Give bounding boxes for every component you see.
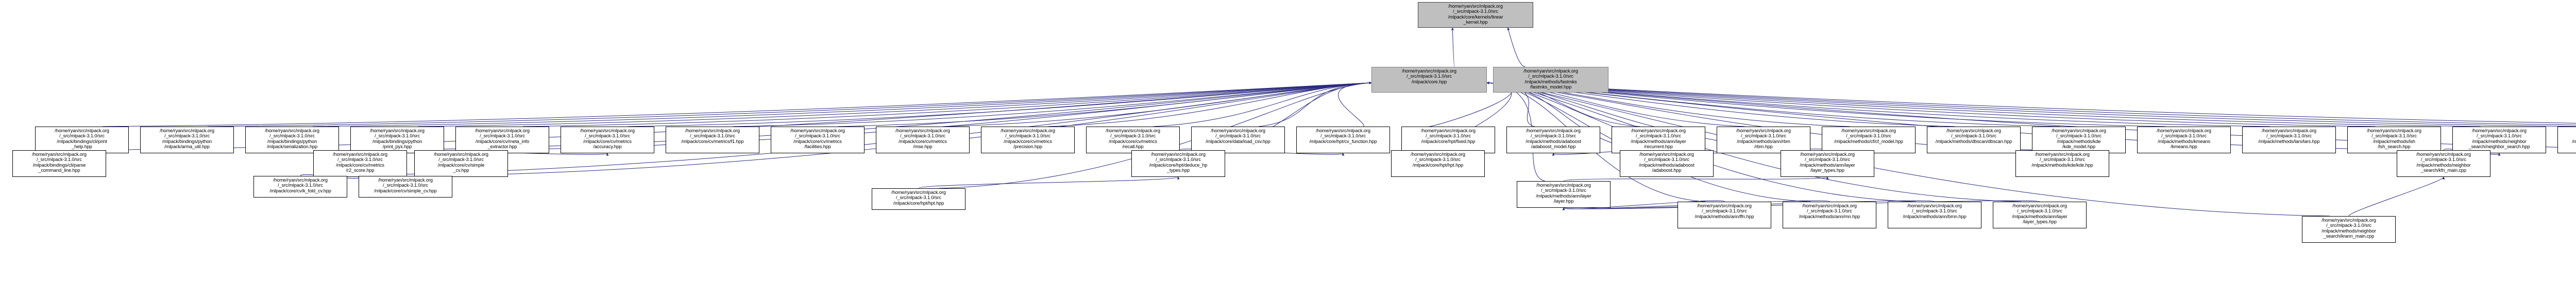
graph-node-label: /home/ryan/src/mlpack.org /_src/mlpack-3… [1149,152,1208,173]
graph-node-label: /home/ryan/src/mlpack.org /_src/mlpack-3… [434,152,488,173]
graph-node-label: /home/ryan/src/mlpack.org /_src/mlpack-3… [2052,128,2106,150]
graph-node[interactable]: /home/ryan/src/mlpack.org /_src/mlpack-3… [35,127,129,153]
graph-node-label: /home/ryan/src/mlpack.org /_src/mlpack-3… [2321,218,2376,239]
graph-node-label: /home/ryan/src/mlpack.org /_src/mlpack-3… [580,128,635,150]
graph-node-root[interactable]: /home/ryan/src/mlpack.org /_src/mlpack-3… [1418,2,1533,28]
graph-node-label: /home/ryan/src/mlpack.org /_src/mlpack-3… [1800,152,1855,173]
graph-node[interactable]: /home/ryan/src/mlpack.org /_src/mlpack-3… [2015,150,2109,177]
graph-node[interactable]: /home/ryan/src/mlpack.org /_src/mlpack-3… [2397,150,2490,177]
graph-node[interactable]: /home/ryan/src/mlpack.org /_src/mlpack-3… [1086,127,1180,153]
graph-node[interactable]: /home/ryan/src/mlpack.org /_src/mlpack-3… [1401,127,1495,153]
graph-node-label: /home/ryan/src/mlpack.org /_src/mlpack-3… [2258,128,2320,144]
graph-node-label: /home/ryan/src/mlpack.org /_src/mlpack-3… [1736,128,1791,150]
graph-node[interactable]: /home/ryan/src/mlpack.org /_src/mlpack-3… [2347,127,2441,153]
graph-node[interactable]: /home/ryan/src/mlpack.org /_src/mlpack-3… [1993,202,2087,228]
graph-node-label: /home/ryan/src/mlpack.org /_src/mlpack-3… [2367,128,2421,150]
graph-node-label: /home/ryan/src/mlpack.org /_src/mlpack-3… [1001,128,1055,150]
graph-node[interactable]: /home/ryan/src/mlpack.org /_src/mlpack-3… [981,127,1075,153]
graph-node-label: /home/ryan/src/mlpack.org /_src/mlpack-3… [32,152,87,173]
graph-node[interactable]: /home/ryan/src/mlpack.org /_src/mlpack-3… [561,127,654,153]
graph-node-label: /home/ryan/src/mlpack.org /_src/mlpack-3… [2031,152,2093,168]
graph-node[interactable]: /home/ryan/src/mlpack.org /_src/mlpack-3… [2242,127,2336,153]
graph-node-label: /home/ryan/src/mlpack.org /_src/mlpack-3… [475,128,530,150]
graph-node[interactable]: /home/ryan/src/mlpack.org /_src/mlpack-3… [771,127,865,153]
graph-node-label: /home/ryan/src/mlpack.org /_src/mlpack-3… [1206,128,1270,144]
graph-node-label: /home/ryan/src/mlpack.org /_src/mlpack-3… [681,128,744,144]
graph-node[interactable]: /home/ryan/src/mlpack.org /_src/mlpack-3… [2302,216,2396,243]
graph-node[interactable]: /home/ryan/src/mlpack.org /_src/mlpack-3… [872,188,965,210]
graph-node[interactable]: /home/ryan/src/mlpack.org /_src/mlpack-3… [1517,181,1611,208]
graph-node[interactable]: /home/ryan/src/mlpack.org /_src/mlpack-3… [1927,127,2021,153]
graph-node-label: /home/ryan/src/mlpack.org /_src/mlpack-3… [1639,152,1694,173]
graph-node[interactable]: /home/ryan/src/mlpack.org /_src/mlpack-3… [1191,127,1285,153]
graph-node-label: /home/ryan/src/mlpack.org /_src/mlpack-3… [55,128,109,150]
graph-node[interactable]: /home/ryan/src/mlpack.org /_src/mlpack-3… [666,127,759,153]
graph-node-label: /home/ryan/src/mlpack.org /_src/mlpack-3… [1799,203,1860,219]
graph-node[interactable]: /home/ryan/src/mlpack.org /_src/mlpack-3… [1131,150,1225,177]
graph-node[interactable]: /home/ryan/src/mlpack.org /_src/mlpack-3… [876,127,970,153]
graph-node[interactable]: /home/ryan/src/mlpack.org /_src/mlpack-3… [313,150,407,177]
graph-node-label: /home/ryan/src/mlpack.org /_src/mlpack-3… [1106,128,1160,150]
graph-node-label: /home/ryan/src/mlpack.org /_src/mlpack-3… [2157,128,2211,150]
graph-node-label: /home/ryan/src/mlpack.org /_src/mlpack-3… [269,177,331,193]
graph-node[interactable]: /home/ryan/src/mlpack.org /_src/mlpack-3… [1677,202,1771,228]
graph-node-label: /home/ryan/src/mlpack.org /_src/mlpack-3… [370,128,425,150]
graph-node[interactable]: /home/ryan/src/mlpack.org /_src/mlpack-3… [12,150,106,177]
graph-node-label: /home/ryan/src/mlpack.org /_src/mlpack-3… [1448,4,1503,25]
graph-node-label: /home/ryan/src/mlpack.org /_src/mlpack-3… [1411,152,1465,168]
graph-node[interactable]: /home/ryan/src/mlpack.org /_src/mlpack-3… [1717,127,1810,153]
graph-node-label: /home/ryan/src/mlpack.org /_src/mlpack-3… [2468,128,2530,150]
graph-node[interactable]: /home/ryan/src/mlpack.org /_src/mlpack-3… [140,127,234,153]
graph-node[interactable]: /home/ryan/src/mlpack.org /_src/mlpack-3… [359,176,452,198]
graph-node-label: /home/ryan/src/mlpack.org /_src/mlpack-3… [2012,203,2067,225]
graph-node-label: /home/ryan/src/mlpack.org /_src/mlpack-3… [1523,68,1578,90]
graph-node-label: /home/ryan/src/mlpack.org /_src/mlpack-3… [265,128,319,150]
graph-node[interactable]: /home/ryan/src/mlpack.org /_src/mlpack-3… [2137,127,2231,153]
graph-node-label: /home/ryan/src/mlpack.org /_src/mlpack-3… [891,190,946,206]
graph-node[interactable]: /home/ryan/src/mlpack.org /_src/mlpack-3… [1391,150,1485,177]
graph-node[interactable]: /home/ryan/src/mlpack.org /_src/mlpack-3… [1371,67,1487,93]
graph-node-label: /home/ryan/src/mlpack.org /_src/mlpack-3… [1402,68,1456,84]
graph-node[interactable]: /home/ryan/src/mlpack.org /_src/mlpack-3… [1620,150,1714,177]
graph-node[interactable]: /home/ryan/src/mlpack.org /_src/mlpack-3… [1612,127,1705,153]
graph-node-label: /home/ryan/src/mlpack.org /_src/mlpack-3… [1536,183,1591,204]
graph-node[interactable]: /home/ryan/src/mlpack.org /_src/mlpack-3… [1296,127,1390,153]
graph-node[interactable]: /home/ryan/src/mlpack.org /_src/mlpack-3… [245,127,339,153]
graph-node[interactable]: /home/ryan/src/mlpack.org /_src/mlpack-3… [2452,127,2546,153]
graph-node-label: /home/ryan/src/mlpack.org /_src/mlpack-3… [1694,203,1754,219]
graph-node-label: /home/ryan/src/mlpack.org /_src/mlpack-3… [374,177,437,193]
graph-node[interactable]: /home/ryan/src/mlpack.org /_src/mlpack-3… [1822,127,1916,153]
graph-node[interactable]: /home/ryan/src/mlpack.org /_src/mlpack-3… [253,176,347,198]
graph-node[interactable]: /home/ryan/src/mlpack.org /_src/mlpack-3… [1888,202,1981,228]
graph-node[interactable]: /home/ryan/src/mlpack.org /_src/mlpack-3… [414,150,508,177]
graph-node-label: /home/ryan/src/mlpack.org /_src/mlpack-3… [1309,128,1377,144]
graph-node-label: /home/ryan/src/mlpack.org /_src/mlpack-3… [1526,128,1581,150]
graph-node-label: /home/ryan/src/mlpack.org /_src/mlpack-3… [1631,128,1686,150]
graph-node-label: /home/ryan/src/mlpack.org /_src/mlpack-3… [333,152,387,173]
graph-node-label: /home/ryan/src/mlpack.org /_src/mlpack-3… [1935,128,2012,144]
graph-node[interactable]: /home/ryan/src/mlpack.org /_src/mlpack-3… [2557,127,2576,153]
graph-node-label: /home/ryan/src/mlpack.org /_src/mlpack-3… [1903,203,1967,219]
graph-node[interactable]: /home/ryan/src/mlpack.org /_src/mlpack-3… [1783,202,1876,228]
graph-node-label: /home/ryan/src/mlpack.org /_src/mlpack-3… [2572,138,2576,144]
graph-node[interactable]: /home/ryan/src/mlpack.org /_src/mlpack-3… [455,127,549,153]
graph-node-label: /home/ryan/src/mlpack.org /_src/mlpack-3… [160,128,214,150]
graph-node-label: /home/ryan/src/mlpack.org /_src/mlpack-3… [1421,128,1476,144]
graph-node-label: /home/ryan/src/mlpack.org /_src/mlpack-3… [2416,152,2471,173]
graph-node[interactable]: /home/ryan/src/mlpack.org /_src/mlpack-3… [350,127,444,153]
graph-node[interactable]: /home/ryan/src/mlpack.org /_src/mlpack-3… [1506,127,1600,153]
graph-node[interactable]: /home/ryan/src/mlpack.org /_src/mlpack-3… [1493,67,1608,93]
graph-node[interactable]: /home/ryan/src/mlpack.org /_src/mlpack-3… [2032,127,2126,153]
graph-node-label: /home/ryan/src/mlpack.org /_src/mlpack-3… [1834,128,1903,144]
graph-node[interactable]: /home/ryan/src/mlpack.org /_src/mlpack-3… [1781,150,1874,177]
graph-node-label: /home/ryan/src/mlpack.org /_src/mlpack-3… [895,128,950,150]
graph-node-label: /home/ryan/src/mlpack.org /_src/mlpack-3… [790,128,845,150]
